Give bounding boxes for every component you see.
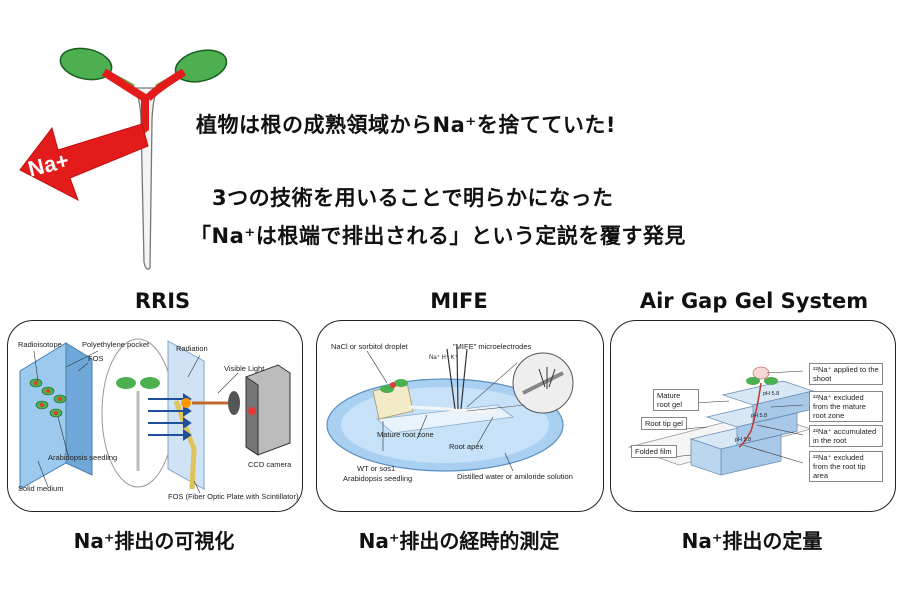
panel-title-air-gap: Air Gap Gel System [639,289,869,313]
rris-label-ccd: CCD camera [248,460,292,469]
rris-label-pocket: Polyethylene pocket [82,340,150,349]
rris-label-fos-full: FOS (Fiber Optic Plate with Scintillator… [168,492,299,501]
agg-label-excl-tip: ²²Na⁺ excluded from the root tip area [809,451,883,482]
rris-label-visible-light: Visible Light [224,364,265,373]
rris-label-fos: FOS [88,354,104,363]
agg-label-applied: ²²Na⁺ applied to the shoot [809,363,883,385]
headline-main: 植物は根の成熟領域からNa⁺を捨てていた! [196,113,616,137]
agg-label-excl-mature: ²²Na⁺ excluded from the mature root zone [809,391,883,422]
mife-diagram [326,346,574,472]
rris-label-seedling: Arabidopsis seedling [48,453,118,462]
mife-label-mature-zone: Mature root zone [377,430,434,439]
mife-label-wt: WT or sos1 [357,464,396,473]
panel-title-rris: RRIS [134,289,191,313]
mife-label-seedling: Arabidopsis seedling [343,474,413,483]
mife-label-apex: Root apex [449,442,484,451]
caption-mife: Na⁺排出の経時的測定 [358,529,560,553]
agg-label-ph-2: pH 5.8 [751,413,768,419]
panel-rris: Radioisotope Polyethylene pocket FOS Ara… [7,320,303,512]
agg-label-accum: ²²Na⁺ accumulated in the root [809,425,883,447]
agg-label-tip-gel: Root tip gel [641,417,687,430]
mife-label-electrodes: "MIFE" microelectrodes [453,342,532,351]
panel-mife: NaCl or sorbitol droplet "MIFE" microele… [316,320,604,512]
rris-label-radioisotope: Radioisotope [18,340,62,349]
rris-diagram [19,338,291,494]
caption-rris: Na⁺排出の可視化 [73,529,235,553]
caption-air-gap: Na⁺排出の定量 [681,529,823,553]
rris-label-radiation: Radiation [176,344,208,353]
mife-label-solution: Distilled water or amiloride solution [457,472,573,481]
panel-air-gap: ²²Na⁺ applied to the shoot ²²Na⁺ exclude… [610,320,896,512]
mife-label-ions: Na⁺ H⁺ K⁺ [429,355,458,361]
seedling-na-arrow-illustration [19,47,228,270]
headline-sub-2: 「Na⁺は根端で排出される」という定説を覆す発見 [190,224,686,248]
agg-label-mature-gel: Mature root gel [653,389,699,411]
headline-sub-1: 3つの技術を用いることで明らかになった [212,186,614,210]
panel-title-mife: MIFE [430,289,488,313]
agg-label-ph-1: pH 5.8 [763,391,780,397]
agg-label-ph-3: pH 5.8 [735,437,752,443]
mife-label-droplet: NaCl or sorbitol droplet [331,342,408,351]
rris-label-medium: Solid medium [18,484,64,493]
agg-label-film: Folded film [631,445,677,458]
